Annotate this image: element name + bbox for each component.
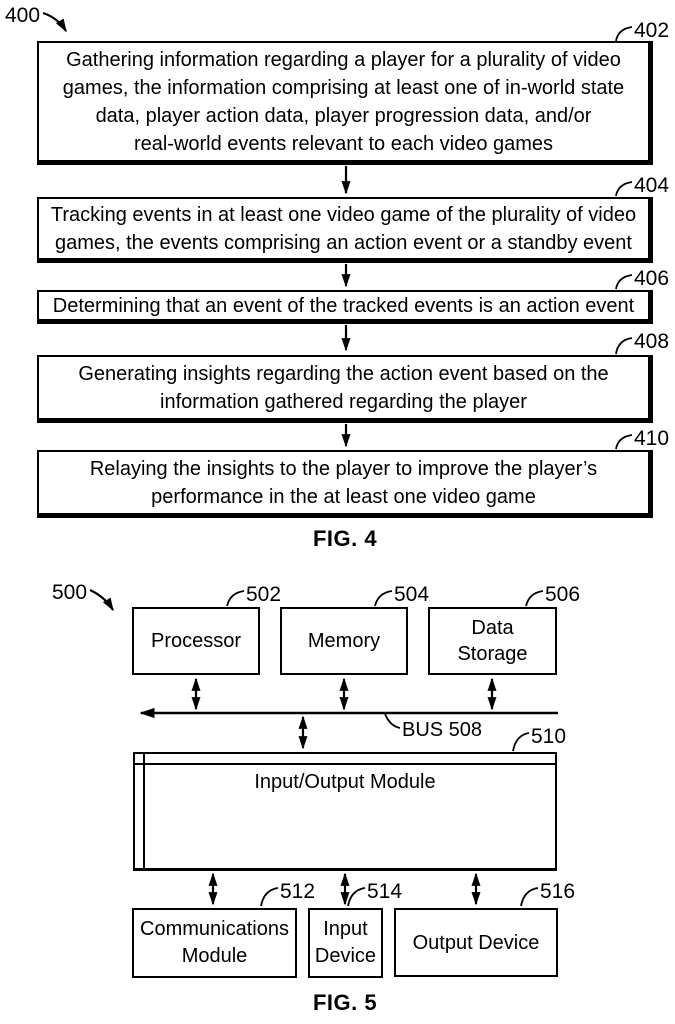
step-402-line4: real-world events relevant to each video… [133, 132, 554, 155]
block-output-device: Output Device [394, 908, 558, 977]
flow-step-406: Determining that an event of the tracked… [37, 290, 653, 324]
leader-404 [615, 181, 633, 197]
ref-502: 502 [246, 583, 282, 606]
ref-506: 506 [545, 583, 581, 606]
flow-step-402: Gathering information regarding a player… [37, 41, 653, 165]
leader-506 [525, 590, 544, 607]
fig5-label: 500 [52, 581, 88, 604]
block-input-device: Input Device [308, 908, 383, 978]
ref-406: 406 [634, 267, 670, 290]
bus-label: BUS 508 [402, 719, 483, 741]
step-410-line2: performance in the at least one video ga… [151, 485, 536, 508]
data-storage-label-line1: Data [471, 617, 514, 639]
fig4-caption: FIG. 4 [312, 526, 378, 551]
io-module-label: Input/Output Module [254, 771, 436, 793]
leader-502 [226, 590, 245, 607]
output-device-label: Output Device [412, 931, 540, 954]
step-402-line2: games, the information comprising at lea… [62, 76, 625, 99]
ref-512: 512 [280, 880, 316, 903]
leader-510 [512, 732, 530, 752]
leader-402 [615, 26, 633, 42]
ref-410: 410 [634, 427, 670, 450]
block-memory: Memory [280, 607, 408, 675]
flow-step-410: Relaying the insights to the player to i… [37, 450, 653, 518]
leader-514 [347, 887, 366, 907]
input-device-label-line2: Device [314, 945, 377, 967]
fig4-label-arrow [42, 11, 67, 33]
leader-516 [520, 887, 539, 907]
fig5-caption: FIG. 5 [312, 990, 378, 1015]
processor-label: Processor [150, 630, 242, 652]
block-data-storage: Data Storage [428, 607, 557, 675]
flow-step-404: Tracking events in at least one video ga… [37, 197, 653, 263]
io-module-inner-horizontal-line [135, 763, 555, 765]
leader-406 [615, 274, 633, 290]
ref-514: 514 [367, 880, 403, 903]
leader-408 [615, 337, 633, 355]
comm-module-label-line2: Module [181, 945, 248, 967]
leader-504 [374, 590, 393, 607]
fig4-label: 400 [5, 4, 41, 27]
leader-512 [260, 887, 279, 907]
ref-404: 404 [634, 174, 670, 197]
block-communications-module: Communications Module [132, 908, 297, 978]
comm-module-label-line1: Communications [140, 918, 289, 940]
leader-410 [615, 434, 633, 450]
step-408-line2: information gathered regarding the playe… [160, 390, 527, 413]
step-406-line1: Determining that an event of the tracked… [52, 294, 635, 317]
step-410-line1: Relaying the insights to the player to i… [89, 457, 598, 480]
ref-510: 510 [531, 725, 567, 748]
fig5-label-arrow [89, 589, 114, 612]
block-io-module: Input/Output Module [133, 752, 557, 871]
step-408-line1: Generating insights regarding the action… [78, 362, 609, 385]
step-402-line3: data, player action data, player progres… [95, 104, 592, 127]
ref-516: 516 [540, 880, 576, 903]
step-402-line1: Gathering information regarding a player… [66, 48, 621, 71]
io-module-inner-vertical-line [143, 754, 145, 868]
memory-label: Memory [307, 630, 381, 652]
ref-504: 504 [394, 583, 430, 606]
step-404-line1: Tracking events in at least one video ga… [50, 203, 637, 226]
ref-408: 408 [634, 330, 670, 353]
block-processor: Processor [132, 607, 260, 675]
ref-402: 402 [634, 19, 670, 42]
data-storage-label-line2: Storage [457, 643, 528, 665]
leader-bus-508 [384, 713, 401, 729]
step-404-line2: games, the events comprising an action e… [54, 231, 632, 254]
flow-step-408: Generating insights regarding the action… [37, 355, 653, 423]
input-device-label-line1: Input [323, 918, 368, 940]
